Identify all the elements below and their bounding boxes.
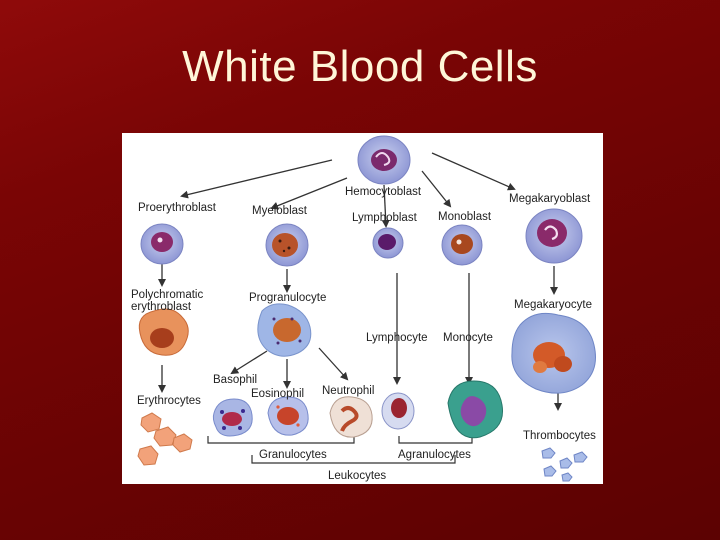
- polychromatic-erythroblast-cell: [138, 308, 189, 356]
- label-megakaryoblast: Megakaryoblast: [509, 193, 591, 205]
- label-proerythroblast: Proerythroblast: [138, 202, 216, 214]
- diagram-drawing: [137, 135, 596, 482]
- granulocytes-bracket: [207, 436, 473, 464]
- blood-cell-lineage-diagram: Hemocytoblast Proerythroblast Myeloblast…: [122, 133, 603, 484]
- progranulocyte-cell: [257, 303, 312, 357]
- label-erythrocytes: Erythrocytes: [137, 395, 201, 407]
- label-progranulocyte: Progranulocyte: [249, 292, 327, 304]
- erythrocytes-cells: [137, 412, 193, 466]
- label-granulocytes: Granulocytes: [259, 449, 327, 461]
- monoblast-cell: [441, 224, 483, 266]
- megakaryoblast-cell: [525, 208, 583, 264]
- arrows-from-hemocytoblast: [158, 152, 562, 411]
- label-agranulocytes: Agranulocytes: [398, 449, 471, 461]
- label-eosinophil: Eosinophil: [251, 388, 305, 400]
- label-polychromatic: Polychromatic: [131, 289, 204, 301]
- label-basophil: Basophil: [213, 374, 258, 386]
- hemocytoblast-cell: [357, 135, 411, 185]
- proerythroblast-cell: [140, 223, 184, 265]
- label-hemocytoblast: Hemocytoblast: [345, 186, 422, 198]
- label-monoblast: Monoblast: [438, 211, 492, 223]
- slide-title: White Blood Cells: [182, 42, 538, 91]
- neutrophil-cell: [329, 396, 373, 438]
- label-lymphocyte: Lymphocyte: [366, 332, 428, 344]
- label-thrombocytes: Thrombocytes: [523, 430, 596, 442]
- thrombocytes-cells: [541, 447, 588, 482]
- label-lymphoblast: Lymphoblast: [352, 212, 417, 224]
- myeloblast-cell: [265, 223, 309, 267]
- label-monocyte: Monocyte: [443, 332, 493, 344]
- lymphoblast-cell: [372, 227, 404, 259]
- megakaryocyte-cell: [511, 312, 596, 394]
- lymphocyte-cell: [381, 392, 415, 430]
- label-myeloblast: Myeloblast: [252, 205, 307, 217]
- label-megakaryocyte: Megakaryocyte: [514, 299, 592, 311]
- eosinophil-cell: [267, 396, 309, 436]
- label-erythroblast: erythroblast: [131, 301, 192, 313]
- monocyte-cell: [447, 380, 504, 439]
- label-leukocytes: Leukocytes: [328, 470, 387, 482]
- label-neutrophil: Neutrophil: [322, 385, 375, 397]
- basophil-cell: [212, 398, 253, 437]
